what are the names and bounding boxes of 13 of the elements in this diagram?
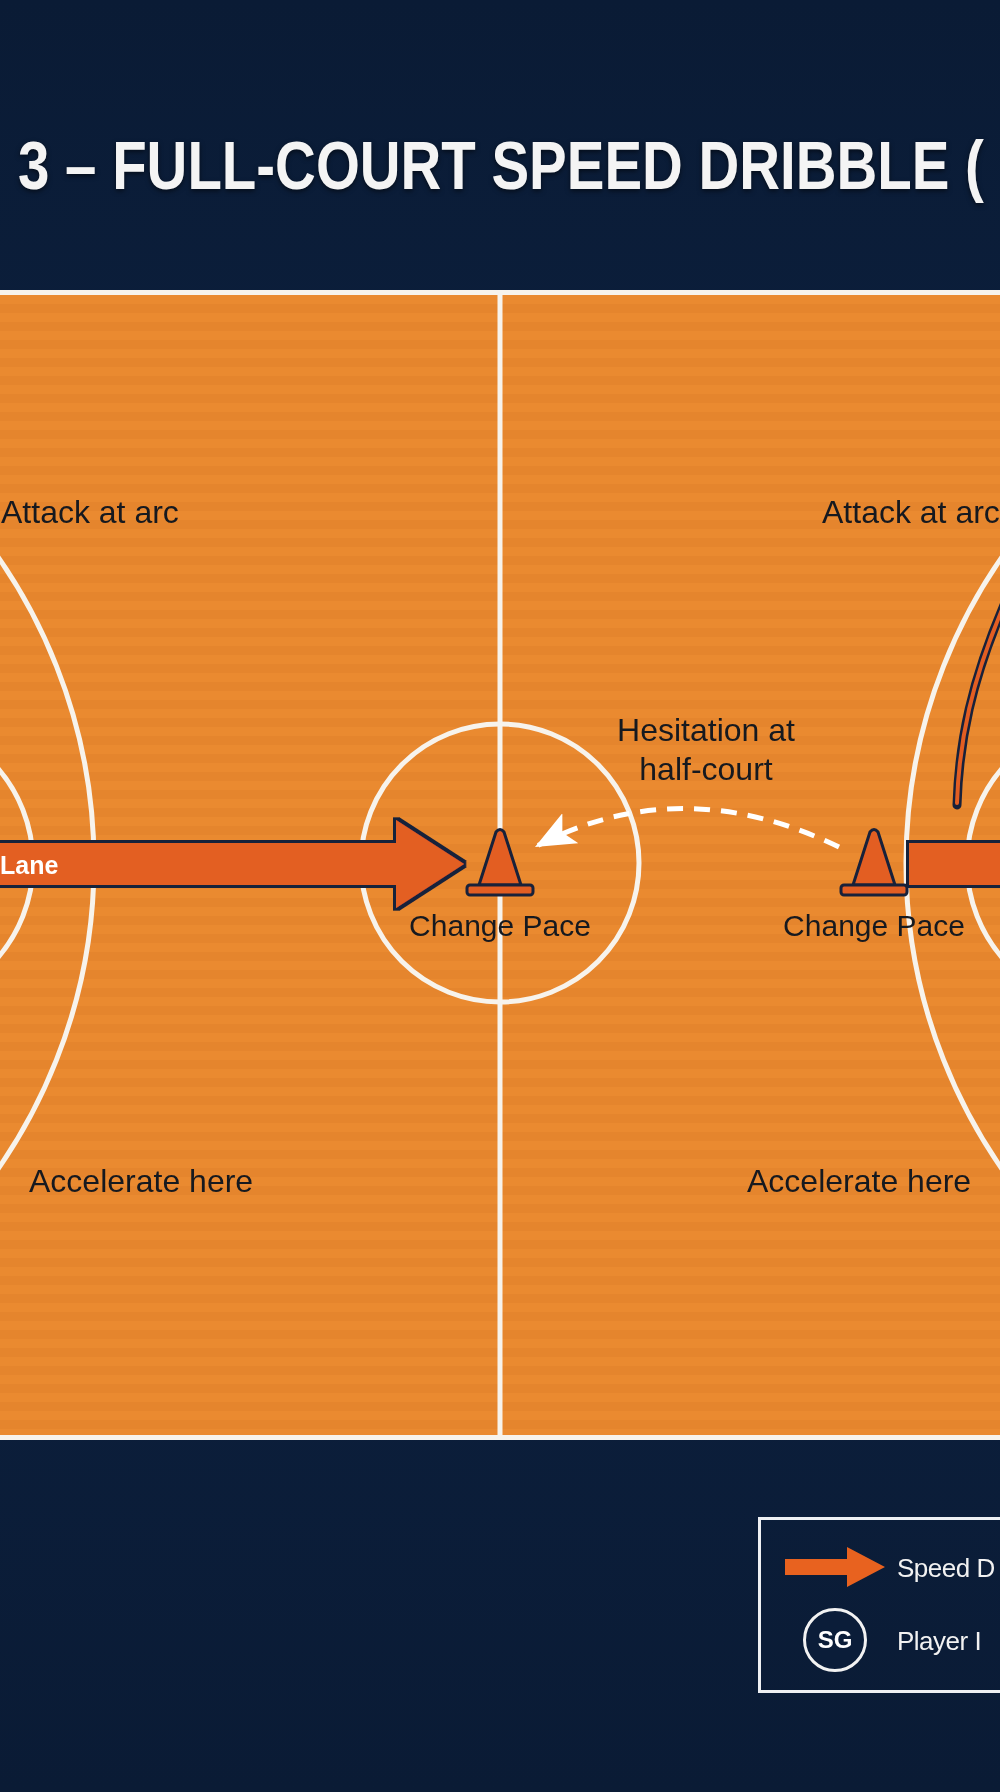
dribble-arrow bbox=[0, 820, 464, 908]
court-note: Accelerate here bbox=[29, 1162, 254, 1201]
legend-text: Player I bbox=[897, 1625, 982, 1657]
player-marker: SG bbox=[803, 1608, 867, 1672]
dashed-arrow bbox=[533, 806, 841, 850]
edge-label: Hesitation at half-court bbox=[616, 711, 796, 789]
traffic-cone-icon bbox=[465, 827, 535, 897]
legend-text: Speed D bbox=[897, 1552, 995, 1584]
court-note: Attack at arc bbox=[1, 493, 179, 532]
court-note: Accelerate here bbox=[747, 1162, 972, 1201]
traffic-cone-icon bbox=[839, 827, 909, 897]
court-note: Attack at arc bbox=[822, 493, 1000, 532]
edge-label: Lane bbox=[0, 850, 59, 880]
